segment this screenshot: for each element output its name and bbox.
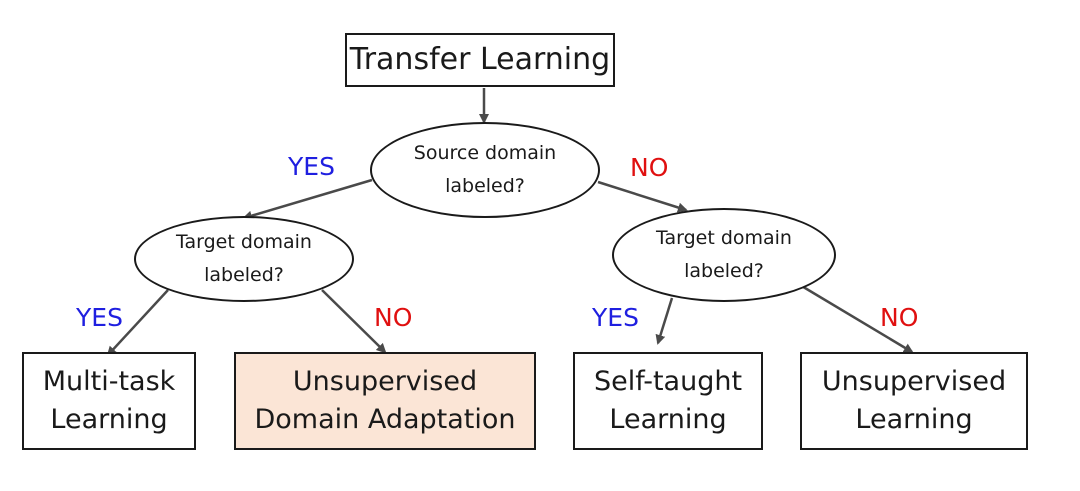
source-domain-question: Source domain labeled? [370,122,600,218]
unsupervised-line2: Learning [855,404,973,435]
left-no-label: NO [374,303,413,332]
right-question-line1: Target domain [656,227,792,249]
source-yes-label: YES [288,152,335,181]
right-question-line2: labeled? [684,260,764,282]
multitask-line2: Learning [50,404,168,435]
multitask-line1: Multi-task [42,366,176,397]
root-label: Transfer Learning [349,42,611,77]
edge-right-yes [655,297,674,345]
leaf-multitask-learning: Multi-task Learning [22,352,196,450]
left-question-line1: Target domain [176,231,312,253]
source-no-label: NO [630,153,669,182]
source-question-line1: Source domain [413,142,557,164]
selftaught-line1: Self-taught [593,366,743,397]
edge-source-no [597,180,688,213]
target-domain-question-left: Target domain labeled? [134,216,354,302]
left-yes-label: YES [76,303,123,332]
edge-right-no [799,283,914,354]
leaf-unsupervised-domain-adaptation: Unsupervised Domain Adaptation [234,352,536,450]
uda-line1: Unsupervised [292,366,478,397]
edge-source-yes [242,178,373,221]
edge-left-yes [106,289,169,357]
leaf-unsupervised-learning: Unsupervised Learning [800,352,1028,450]
edge-left-no [321,289,387,354]
root-node: Transfer Learning [345,33,615,87]
target-domain-question-right: Target domain labeled? [612,208,836,302]
source-question-line2: labeled? [445,175,525,197]
left-question-line2: labeled? [204,264,284,286]
selftaught-line2: Learning [609,404,727,435]
right-no-label: NO [880,303,919,332]
leaf-self-taught-learning: Self-taught Learning [573,352,763,450]
uda-line2: Domain Adaptation [254,404,516,435]
right-yes-label: YES [592,303,639,332]
unsupervised-line1: Unsupervised [821,366,1007,397]
